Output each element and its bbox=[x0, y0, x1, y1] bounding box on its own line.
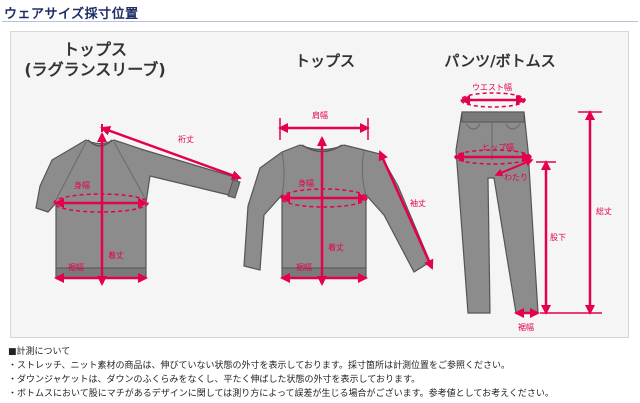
notes-heading: ■計測について bbox=[8, 347, 71, 357]
measurement-notes: ■計測について ・ストレッチ、ニット素材の商品は、伸びていない状態の外寸を表示し… bbox=[8, 345, 554, 401]
pants-label-hip: ヒップ幅 bbox=[482, 142, 514, 152]
tops-title: トップス bbox=[294, 52, 355, 70]
pants-title: パンツ/ボトムス bbox=[444, 52, 556, 70]
raglan-body-shape bbox=[35, 139, 239, 279]
tops-measurements: 肩幅 袖丈 身幅 着丈 裾幅 bbox=[278, 110, 434, 286]
tops-hem bbox=[281, 267, 367, 279]
raglan-seam-left bbox=[55, 141, 87, 201]
notes-line-3: ・ボトムスにおいて股にマチがあるデザインに関しては測り方によって誤差が生じる場合… bbox=[8, 389, 554, 399]
raglan-yuki-line bbox=[100, 126, 242, 180]
tops-body-shape bbox=[243, 144, 431, 279]
pants-label-watari: わたり bbox=[504, 173, 528, 182]
title-divider bbox=[2, 21, 638, 22]
tops-label-sodetake: 袖丈 bbox=[410, 198, 426, 208]
raglan-label-yuki: 裄丈 bbox=[178, 134, 194, 144]
raglan-tops-title: トップス (ラグランスリーブ) bbox=[20, 40, 170, 80]
notes-line-2: ・ダウンジャケットは、ダウンのふくらみをなくし、平たく伸ばした状態の外寸を表示し… bbox=[8, 375, 421, 385]
pants-pocket-right bbox=[505, 123, 521, 130]
pants-label-waist: ウエスト幅 bbox=[472, 82, 512, 92]
pants-label-matashita: 股下 bbox=[550, 233, 566, 242]
tops-label-susohaba: 裾幅 bbox=[296, 262, 312, 272]
pants-label-soutake: 総丈 bbox=[596, 206, 612, 216]
raglan-cuff bbox=[227, 179, 241, 199]
tops-label-kitake: 着丈 bbox=[328, 242, 344, 252]
page-title: ウェアサイズ採寸位置 bbox=[4, 7, 139, 22]
raglan-label-kitake: 着丈 bbox=[108, 250, 124, 260]
raglan-title-line1: トップス bbox=[62, 40, 127, 59]
tops-label-katahaba: 肩幅 bbox=[312, 110, 328, 120]
pants-label-susohaba: 裾幅 bbox=[518, 322, 534, 332]
raglan-label-mihaba: 身幅 bbox=[74, 180, 90, 190]
tops-armhole-left bbox=[281, 151, 285, 196]
tops-sodetake-line bbox=[378, 150, 434, 270]
tops-label-mihaba: 身幅 bbox=[298, 178, 314, 188]
raglan-sweatshirt-illustration bbox=[35, 139, 241, 279]
tops-illustration bbox=[243, 144, 431, 279]
pants-measurements: ウエスト幅 ヒップ幅 わたり 股下 総丈 裾幅 bbox=[454, 82, 612, 332]
pants-waistband bbox=[461, 111, 525, 123]
pants-watari-line bbox=[494, 158, 534, 177]
notes-line-1: ・ストレッチ、ニット素材の商品は、伸びていない状態の外寸を表示しております。採寸… bbox=[8, 361, 511, 371]
raglan-measurements: 裄丈 身幅 着丈 裾幅 bbox=[53, 124, 242, 286]
tops-armhole-right bbox=[361, 149, 367, 196]
raglan-title-line2: (ラグランスリーブ) bbox=[24, 60, 166, 79]
pants-pocket-left bbox=[465, 123, 481, 130]
raglan-label-susohaba: 裾幅 bbox=[68, 262, 84, 272]
